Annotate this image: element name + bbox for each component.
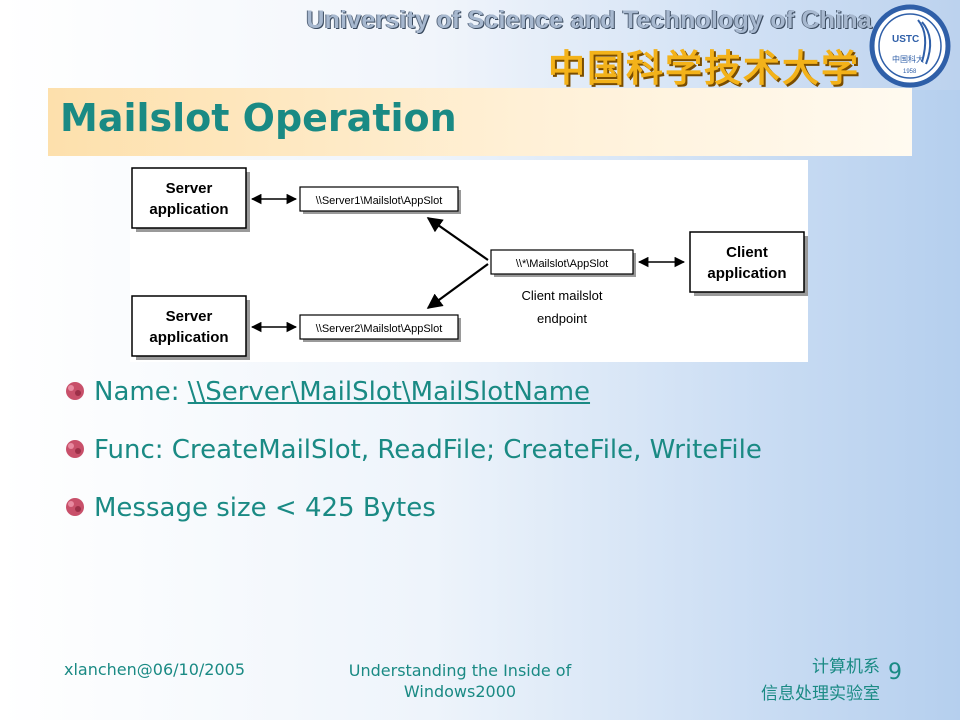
flower-bullet-icon bbox=[66, 498, 84, 516]
header-band bbox=[0, 0, 960, 90]
endpoint-label-1: Client mailslot bbox=[522, 288, 603, 303]
client-app-box: Client application bbox=[689, 231, 808, 296]
bullet-size: Message size < 425 Bytes bbox=[60, 490, 920, 526]
size-text: Message size < 425 Bytes bbox=[94, 493, 436, 523]
server1-label-1: Server bbox=[166, 180, 213, 197]
name-label: Name: bbox=[94, 377, 188, 407]
flower-bullet-icon bbox=[66, 440, 84, 458]
university-logo: USTC 中国科大 1958 bbox=[869, 4, 951, 88]
footer-course-line2: Windows2000 bbox=[403, 682, 517, 701]
footer-author: xlanchen@06/10/2005 bbox=[64, 660, 245, 679]
footer-dept-line2: 信息处理实验室 bbox=[761, 684, 880, 704]
arrow-to-slot1 bbox=[426, 217, 489, 261]
client-slot-label: \\*\Mailslot\AppSlot bbox=[516, 258, 608, 270]
server2-label-1: Server bbox=[166, 308, 213, 325]
server1-slot-box: \\Server1\Mailslot\AppSlot bbox=[299, 186, 461, 214]
footer-course: Understanding the Inside of Windows2000 bbox=[310, 660, 610, 702]
logo-text-cn: 中国科大 bbox=[892, 54, 924, 64]
arrow-to-slot2 bbox=[426, 263, 489, 309]
flower-bullet-icon bbox=[66, 382, 84, 400]
server2-slot-box: \\Server2\Mailslot\AppSlot bbox=[299, 314, 461, 342]
server2-slot-label: \\Server2\Mailslot\AppSlot bbox=[316, 323, 443, 335]
footer-dept: 计算机系 信息处理实验室 bbox=[690, 654, 880, 708]
logo-text: USTC bbox=[892, 34, 919, 45]
footer-dept-line1: 计算机系 bbox=[812, 657, 880, 677]
client-slot-box: \\*\Mailslot\AppSlot bbox=[490, 249, 636, 277]
university-name-cn: 中国科学技术大学 bbox=[548, 47, 860, 90]
server1-box: Server application bbox=[131, 167, 250, 232]
footer-course-line1: Understanding the Inside of bbox=[348, 661, 572, 680]
title-band bbox=[48, 88, 912, 156]
client-label-1: Client bbox=[726, 244, 768, 261]
client-label-2: application bbox=[707, 265, 786, 282]
bullet-list: Name: \\Server\MailSlot\MailSlotName Fun… bbox=[60, 374, 920, 548]
bullet-name: Name: \\Server\MailSlot\MailSlotName bbox=[60, 374, 920, 410]
slide-title: Mailslot Operation bbox=[60, 96, 457, 140]
mailslot-diagram: Server application Server application \\… bbox=[130, 160, 808, 362]
university-name-en: University of Science and Technology of … bbox=[306, 6, 872, 34]
func-text: Func: CreateMailSlot, ReadFile; CreateFi… bbox=[94, 435, 762, 465]
logo-year: 1958 bbox=[903, 69, 917, 75]
server1-label-2: application bbox=[149, 201, 228, 218]
endpoint-label-2: endpoint bbox=[537, 311, 587, 326]
server2-label-2: application bbox=[149, 329, 228, 346]
server2-box: Server application bbox=[131, 295, 250, 360]
mailslot-name-link[interactable]: \\Server\MailSlot\MailSlotName bbox=[187, 377, 591, 407]
bullet-func: Func: CreateMailSlot, ReadFile; CreateFi… bbox=[60, 432, 920, 468]
server1-slot-label: \\Server1\Mailslot\AppSlot bbox=[316, 195, 443, 207]
page-number: 9 bbox=[888, 660, 902, 685]
